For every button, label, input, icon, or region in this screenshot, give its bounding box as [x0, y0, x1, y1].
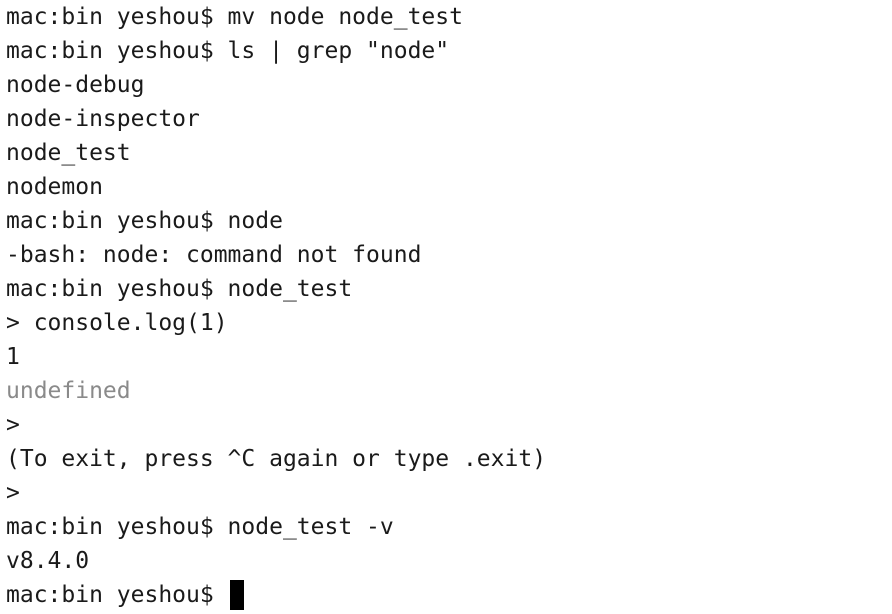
terminal-cursor[interactable] — [229, 580, 244, 610]
terminal-line-command: mac:bin yeshou$ mv node node_test — [6, 4, 463, 30]
terminal-line-command: mac:bin yeshou$ node_test — [6, 276, 353, 302]
terminal-line-command: mac:bin yeshou$ ls | grep "node" — [6, 38, 450, 64]
repl-line-undefined: undefined — [6, 378, 131, 404]
repl-line-prompt: > — [6, 480, 20, 506]
repl-line-output: 1 — [6, 344, 20, 370]
terminal-line-output: nodemon — [6, 174, 103, 200]
repl-line-input: > console.log(1) — [6, 310, 228, 336]
terminal-line-output: v8.4.0 — [6, 548, 90, 574]
terminal-prompt: mac:bin yeshou$ — [6, 582, 228, 608]
terminal-line-output: node-debug — [6, 72, 145, 98]
terminal-line-command: mac:bin yeshou$ node_test -v — [6, 514, 394, 540]
repl-line-prompt: > — [6, 412, 20, 438]
terminal-line-output: node_test — [6, 140, 131, 166]
terminal-current-prompt-line[interactable]: mac:bin yeshou$ — [6, 578, 892, 612]
terminal-line-output: node-inspector — [6, 106, 200, 132]
terminal-line-command: mac:bin yeshou$ node — [6, 208, 283, 234]
repl-line-exit-hint: (To exit, press ^C again or type .exit) — [6, 446, 547, 472]
terminal-line-error: -bash: node: command not found — [6, 242, 422, 268]
